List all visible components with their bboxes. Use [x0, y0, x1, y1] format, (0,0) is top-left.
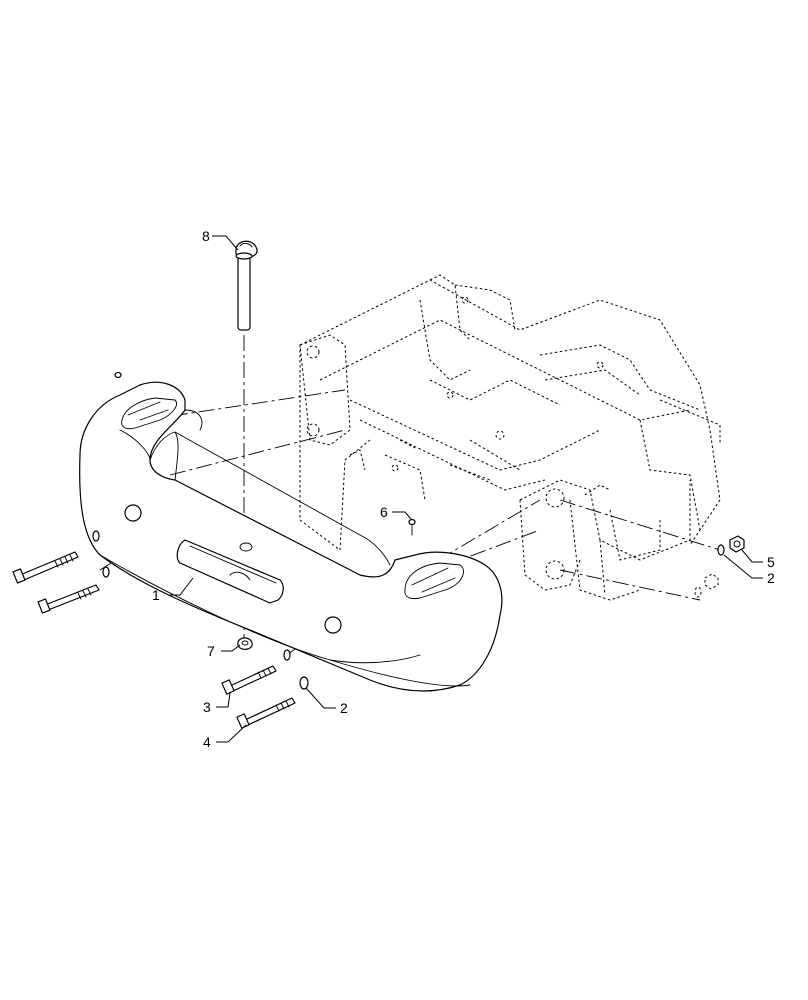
callout-4: 4 [203, 734, 211, 750]
tractor-frame-phantom [299, 274, 721, 601]
callout-2-right: 2 [767, 570, 775, 586]
callout-2-bottom: 2 [340, 700, 348, 716]
pin [235, 240, 258, 331]
callouts: 8 6 1 7 3 4 2 5 2 [152, 228, 775, 750]
callout-8: 8 [202, 228, 210, 244]
pin-hole [239, 542, 253, 552]
callout-5: 5 [767, 554, 775, 570]
nuts [694, 535, 745, 598]
leaders [168, 235, 763, 743]
callout-3: 3 [203, 699, 211, 715]
clip [237, 637, 253, 650]
callout-7: 7 [207, 643, 215, 659]
bolts [12, 530, 309, 729]
callout-6: 6 [380, 504, 388, 520]
counterweight [79, 381, 503, 692]
plug [114, 371, 416, 536]
left-bolt-hole [124, 504, 142, 522]
callout-1: 1 [152, 587, 160, 603]
right-bolt-hole [324, 616, 342, 634]
